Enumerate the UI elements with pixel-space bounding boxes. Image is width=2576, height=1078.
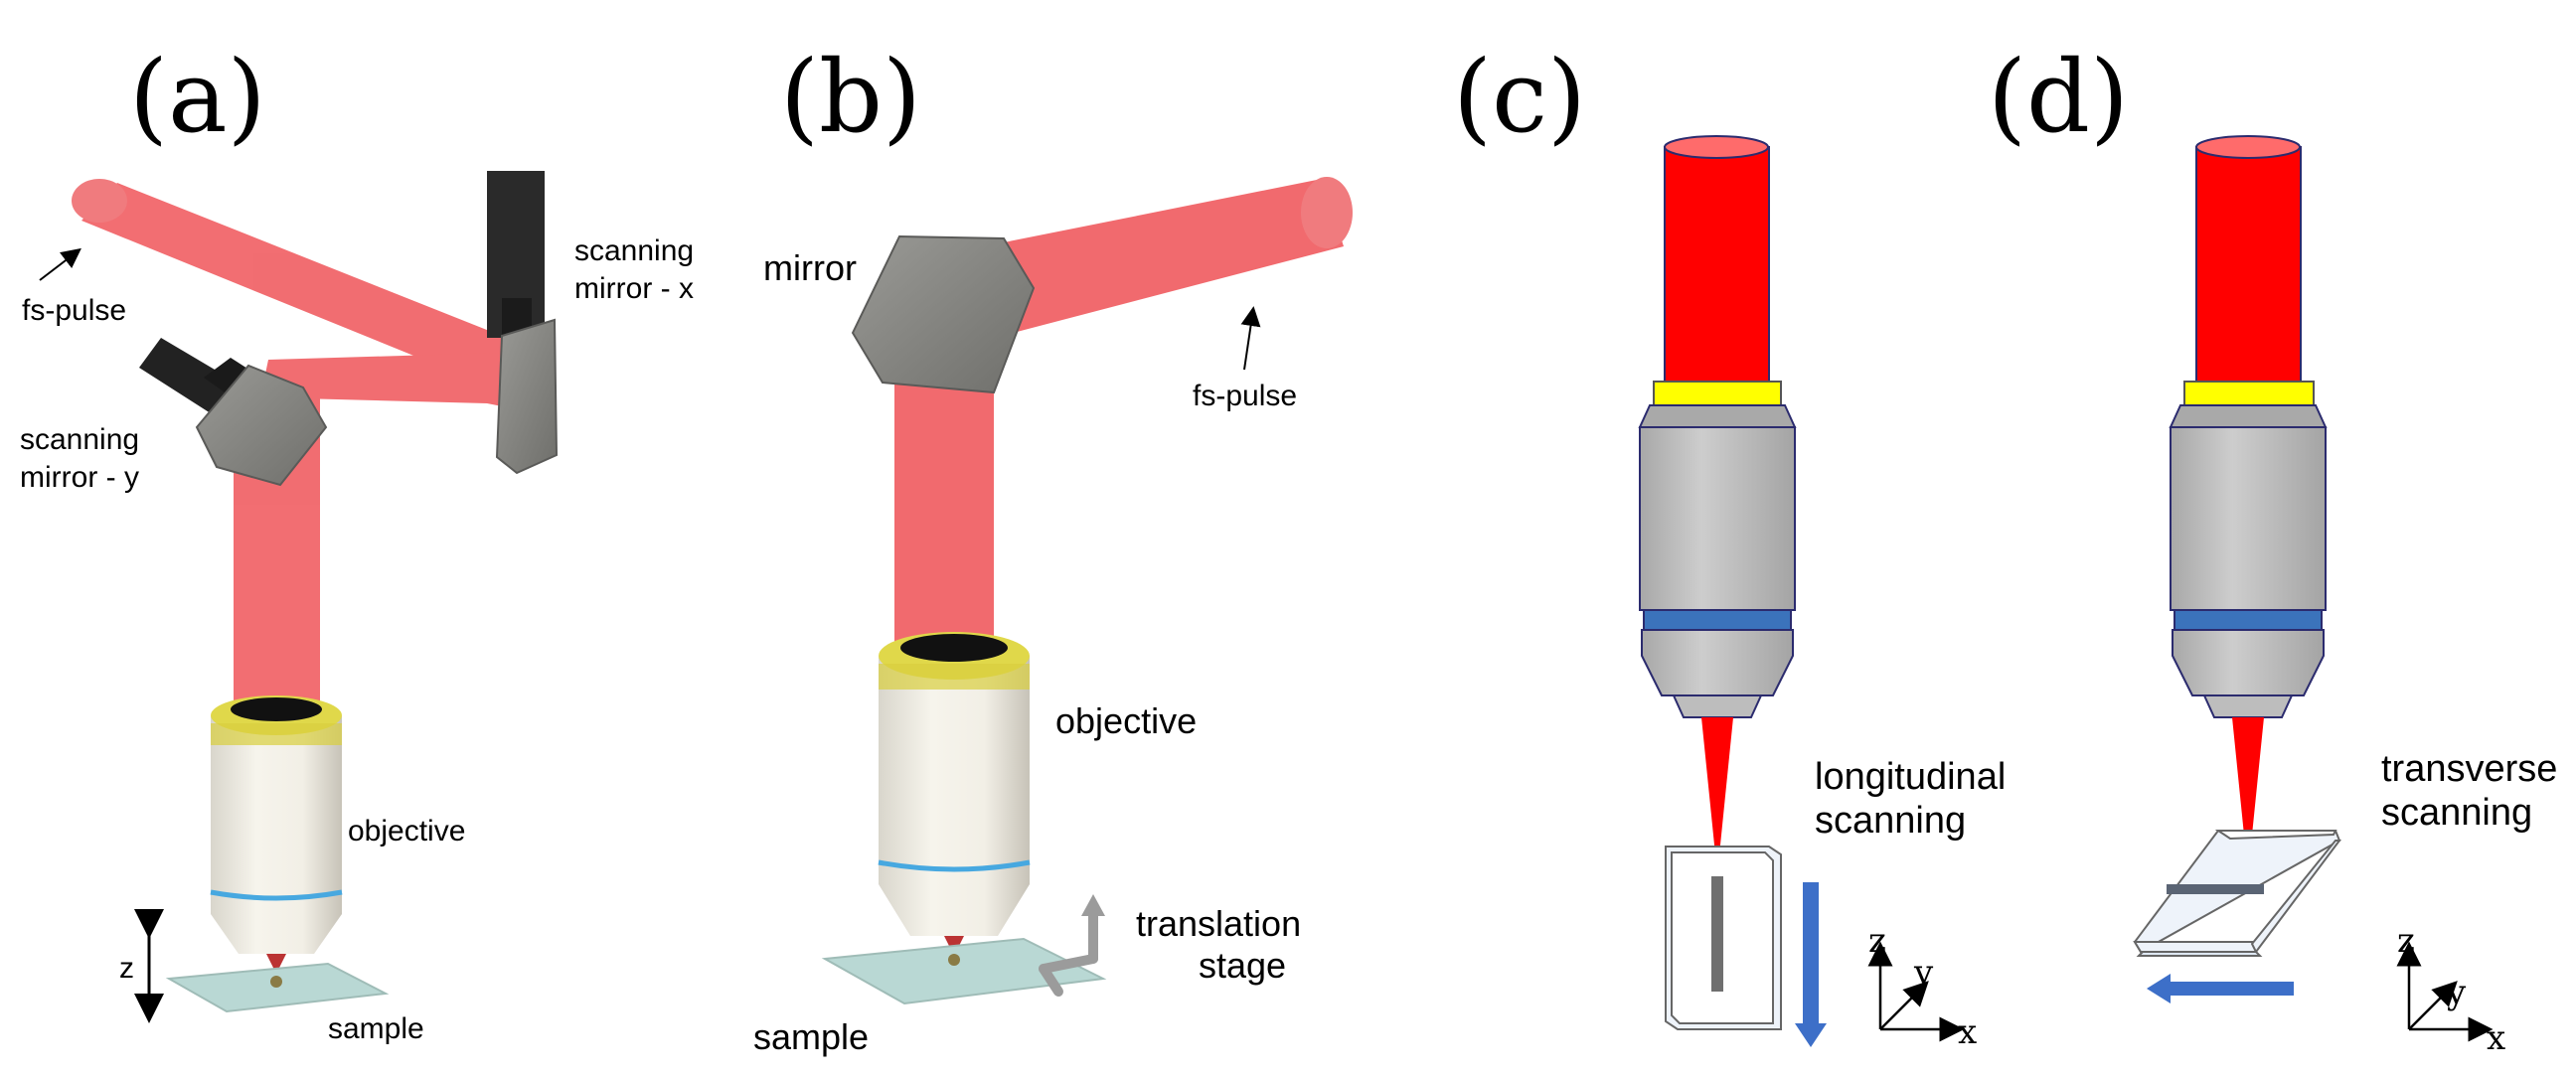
laser-beam-c [1664, 135, 1770, 385]
sample-slide-a [165, 962, 390, 1013]
scan-direction-arrow-c [1795, 882, 1827, 1047]
objective-label-b: objective [1055, 700, 1197, 741]
axis-x-label-d: x [2487, 1018, 2505, 1058]
scan-direction-arrow-d [2147, 974, 2294, 1003]
sample-d [2133, 830, 2341, 957]
scanning-mirror-x-label-2: mirror - x [574, 272, 694, 305]
axis-z-label-c: z [1868, 921, 1886, 961]
fs-pulse-label-b: fs-pulse [1193, 380, 1297, 412]
mode-label-c-1: longitudinal [1815, 756, 2006, 798]
fs-pulse-pointer-a [39, 247, 81, 281]
objective-c [1638, 404, 1797, 718]
mirror-label-b: mirror [763, 247, 857, 288]
axes-d [2396, 941, 2494, 1042]
panel-c-label: (c) [1453, 39, 1586, 155]
axis-x-label-c: x [1958, 1012, 1977, 1052]
mirror-b [851, 234, 1036, 394]
fs-pulse-label-a: fs-pulse [22, 294, 126, 327]
panel-d-label: (d) [1988, 39, 2129, 155]
sample-slide-b [821, 937, 1107, 1005]
laser-beam-b [894, 179, 1344, 646]
scanning-mirror-y-label-1: scanning [20, 423, 139, 456]
sample-label-a: sample [328, 1012, 424, 1045]
panel-c: (c) longitud [1453, 39, 2006, 1052]
beam-end-a [72, 179, 127, 223]
z-label-a: z [119, 952, 134, 985]
panel-b: (b) mirror fs-pulse [753, 39, 1353, 1057]
focused-beam-d [2232, 717, 2264, 874]
scanning-mirror-y-label-2: mirror - y [20, 461, 139, 494]
scanning-mirror-x [487, 171, 559, 475]
yellow-band-d [2183, 381, 2315, 406]
objective-label-a: objective [348, 815, 465, 847]
beam-end-b [1301, 177, 1353, 248]
scanning-mirror-y [139, 338, 328, 487]
mode-label-c-2: scanning [1815, 800, 1966, 842]
panel-a: (a) [20, 39, 694, 1045]
translation-stage-label-1: translation [1136, 903, 1301, 944]
stage-arrow-head [1081, 894, 1105, 916]
sample-label-b: sample [753, 1016, 869, 1057]
translation-stage-axes [1039, 907, 1098, 997]
laser-beam-d [2195, 135, 2302, 385]
axis-y-label-c: y [1913, 953, 1934, 993]
panel-d: (d) [1988, 39, 2557, 1058]
yellow-band-c [1653, 381, 1782, 406]
mode-label-d-2: scanning [2381, 792, 2532, 834]
axis-y-label-d: y [2446, 973, 2467, 1012]
translation-stage-label-2: stage [1199, 945, 1286, 986]
objective-d [2169, 404, 2328, 718]
fs-pulse-pointer-b [1240, 306, 1261, 371]
mode-label-d-1: transverse [2381, 748, 2557, 790]
panel-a-label: (a) [129, 39, 266, 155]
objective-a [210, 695, 343, 974]
axis-z-label-d: z [2397, 921, 2415, 961]
panel-b-label: (b) [780, 39, 921, 155]
scanning-mirror-x-label-1: scanning [574, 234, 694, 267]
sample-c [1665, 846, 1782, 1030]
focused-beam-c [1701, 717, 1733, 874]
objective-b [878, 632, 1031, 956]
axes-c [1867, 941, 1965, 1042]
